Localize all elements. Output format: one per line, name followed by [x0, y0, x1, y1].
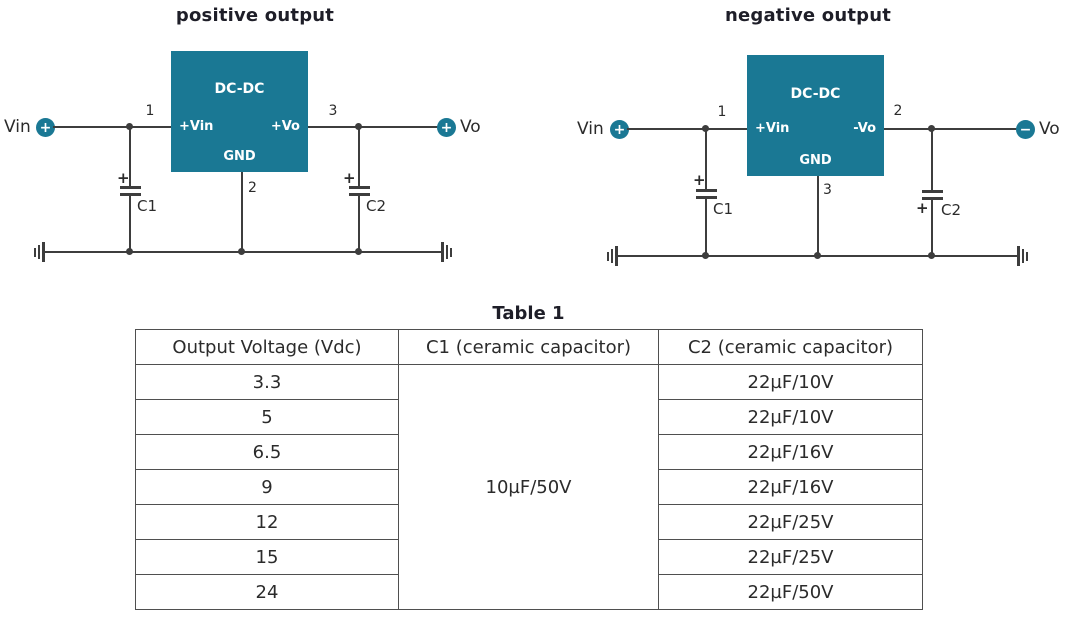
voltage-cell: 24: [135, 574, 399, 610]
capacitor-plate: [922, 197, 943, 200]
voltage-cell: 9: [135, 469, 399, 505]
positive-dcdc-label: DC-DC: [214, 81, 265, 97]
c2-cell: 22µF/10V: [658, 399, 923, 435]
table-row: 24 22µF/50V: [135, 574, 923, 610]
junction-dot: [702, 125, 709, 132]
c2-cell: 22µF/16V: [658, 434, 923, 470]
capacitor-plate: [349, 186, 370, 189]
positive-pin2-number: 2: [248, 180, 257, 196]
negative-dcdc-box: DC-DC +Vin -Vo GND: [747, 55, 884, 176]
positive-pin-vo-label: +Vo: [270, 119, 300, 134]
header-c2: C2 (ceramic capacitor): [658, 329, 923, 365]
c2-cell: 22µF/16V: [658, 469, 923, 505]
c1-upper-wire: [129, 127, 131, 186]
header-c1: C1 (ceramic capacitor): [398, 329, 659, 365]
c2-polarity: +: [343, 169, 356, 187]
gnd-pin-wire: [241, 172, 243, 253]
junction-dot: [355, 248, 362, 255]
header-output-voltage: Output Voltage (Vdc): [135, 329, 399, 365]
c2-label: C2: [941, 201, 962, 219]
table-row: 12 22µF/25V: [135, 504, 923, 540]
junction-dot: [126, 123, 133, 130]
table-header-row: Output Voltage (Vdc) C1 (ceramic capacit…: [135, 329, 923, 365]
junction-dot: [126, 248, 133, 255]
plus-icon: +: [440, 119, 453, 136]
c1-polarity: +: [117, 169, 130, 187]
c2-lower-wire: [931, 200, 933, 256]
negative-pin1-number: 1: [717, 104, 727, 120]
negative-dcdc-label: DC-DC: [790, 86, 841, 102]
negative-vin-label: Vin: [577, 119, 604, 139]
voltage-cell: 5: [135, 399, 399, 435]
voltage-cell: 6.5: [135, 434, 399, 470]
positive-output-wire: [308, 126, 439, 128]
positive-dcdc-box: DC-DC +Vin +Vo GND: [171, 51, 308, 172]
positive-vin-terminal: +: [36, 118, 55, 137]
positive-input-wire: [53, 126, 171, 128]
negative-pin-vin-label: +Vin: [755, 121, 790, 136]
c1-upper-wire: [705, 129, 707, 189]
junction-dot: [928, 125, 935, 132]
negative-pin3-number: 3: [823, 182, 832, 198]
table-title: Table 1: [492, 303, 565, 324]
negative-output-wire: [884, 128, 1018, 130]
voltage-cell: 3.3: [135, 364, 399, 400]
negative-vo-terminal: −: [1016, 120, 1035, 139]
junction-dot: [928, 252, 935, 259]
c2-label: C2: [366, 197, 387, 215]
table-row: 3.3 10µF/50V 22µF/10V: [135, 364, 923, 610]
c2-polarity: +: [916, 199, 929, 217]
negative-pin2-number: 2: [893, 103, 903, 119]
junction-dot: [355, 123, 362, 130]
negative-pin-gnd-label: GND: [799, 153, 832, 168]
positive-vo-label: Vo: [460, 117, 481, 137]
positive-pin-vin-label: +Vin: [179, 119, 214, 134]
positive-circuit-title: positive output: [175, 5, 335, 26]
c1-polarity: +: [693, 171, 706, 189]
c1-merged-cell: 10µF/50V: [398, 364, 659, 610]
positive-vin-label: Vin: [4, 117, 31, 137]
capacitor-plate: [922, 190, 943, 193]
negative-vo-label: Vo: [1039, 119, 1060, 139]
c1-label: C1: [137, 197, 158, 215]
positive-vo-terminal: +: [437, 118, 456, 137]
c2-upper-wire: [358, 127, 360, 186]
table-row: 6.5 22µF/16V: [135, 434, 923, 470]
negative-vin-terminal: +: [610, 120, 629, 139]
capacitor-plate: [120, 193, 141, 196]
voltage-cell: 15: [135, 539, 399, 575]
c1-lower-wire: [129, 196, 131, 253]
table-row: 5 22µF/10V: [135, 399, 923, 435]
positive-pin3-number: 3: [328, 103, 338, 119]
negative-circuit-title: negative output: [724, 5, 892, 26]
minus-icon: −: [1019, 121, 1032, 138]
capacitor-plate: [696, 196, 717, 199]
c2-lower-wire: [358, 196, 360, 253]
c2-cell: 22µF/25V: [658, 539, 923, 575]
negative-input-wire: [627, 128, 747, 130]
table-row: 15 22µF/25V: [135, 539, 923, 575]
c2-cell: 22µF/10V: [658, 364, 923, 400]
junction-dot: [702, 252, 709, 259]
gnd-pin-wire: [817, 176, 819, 256]
c2-cell: 22µF/50V: [658, 574, 923, 610]
c2-upper-wire: [931, 129, 933, 191]
c1-lower-wire: [705, 199, 707, 256]
capacitor-plate: [696, 189, 717, 192]
c2-cell: 22µF/25V: [658, 504, 923, 540]
negative-pin-vo-label: -Vo: [853, 121, 876, 136]
junction-dot: [814, 252, 821, 259]
capacitor-plate: [120, 186, 141, 189]
capacitor-table: Output Voltage (Vdc) C1 (ceramic capacit…: [135, 329, 923, 610]
table-row: 9 22µF/16V: [135, 469, 923, 505]
junction-dot: [238, 248, 245, 255]
c1-label: C1: [713, 200, 734, 218]
positive-pin-gnd-label: GND: [223, 149, 256, 164]
plus-icon: +: [613, 121, 626, 138]
plus-icon: +: [39, 119, 52, 136]
positive-pin1-number: 1: [145, 103, 155, 119]
capacitor-plate: [349, 193, 370, 196]
voltage-cell: 12: [135, 504, 399, 540]
